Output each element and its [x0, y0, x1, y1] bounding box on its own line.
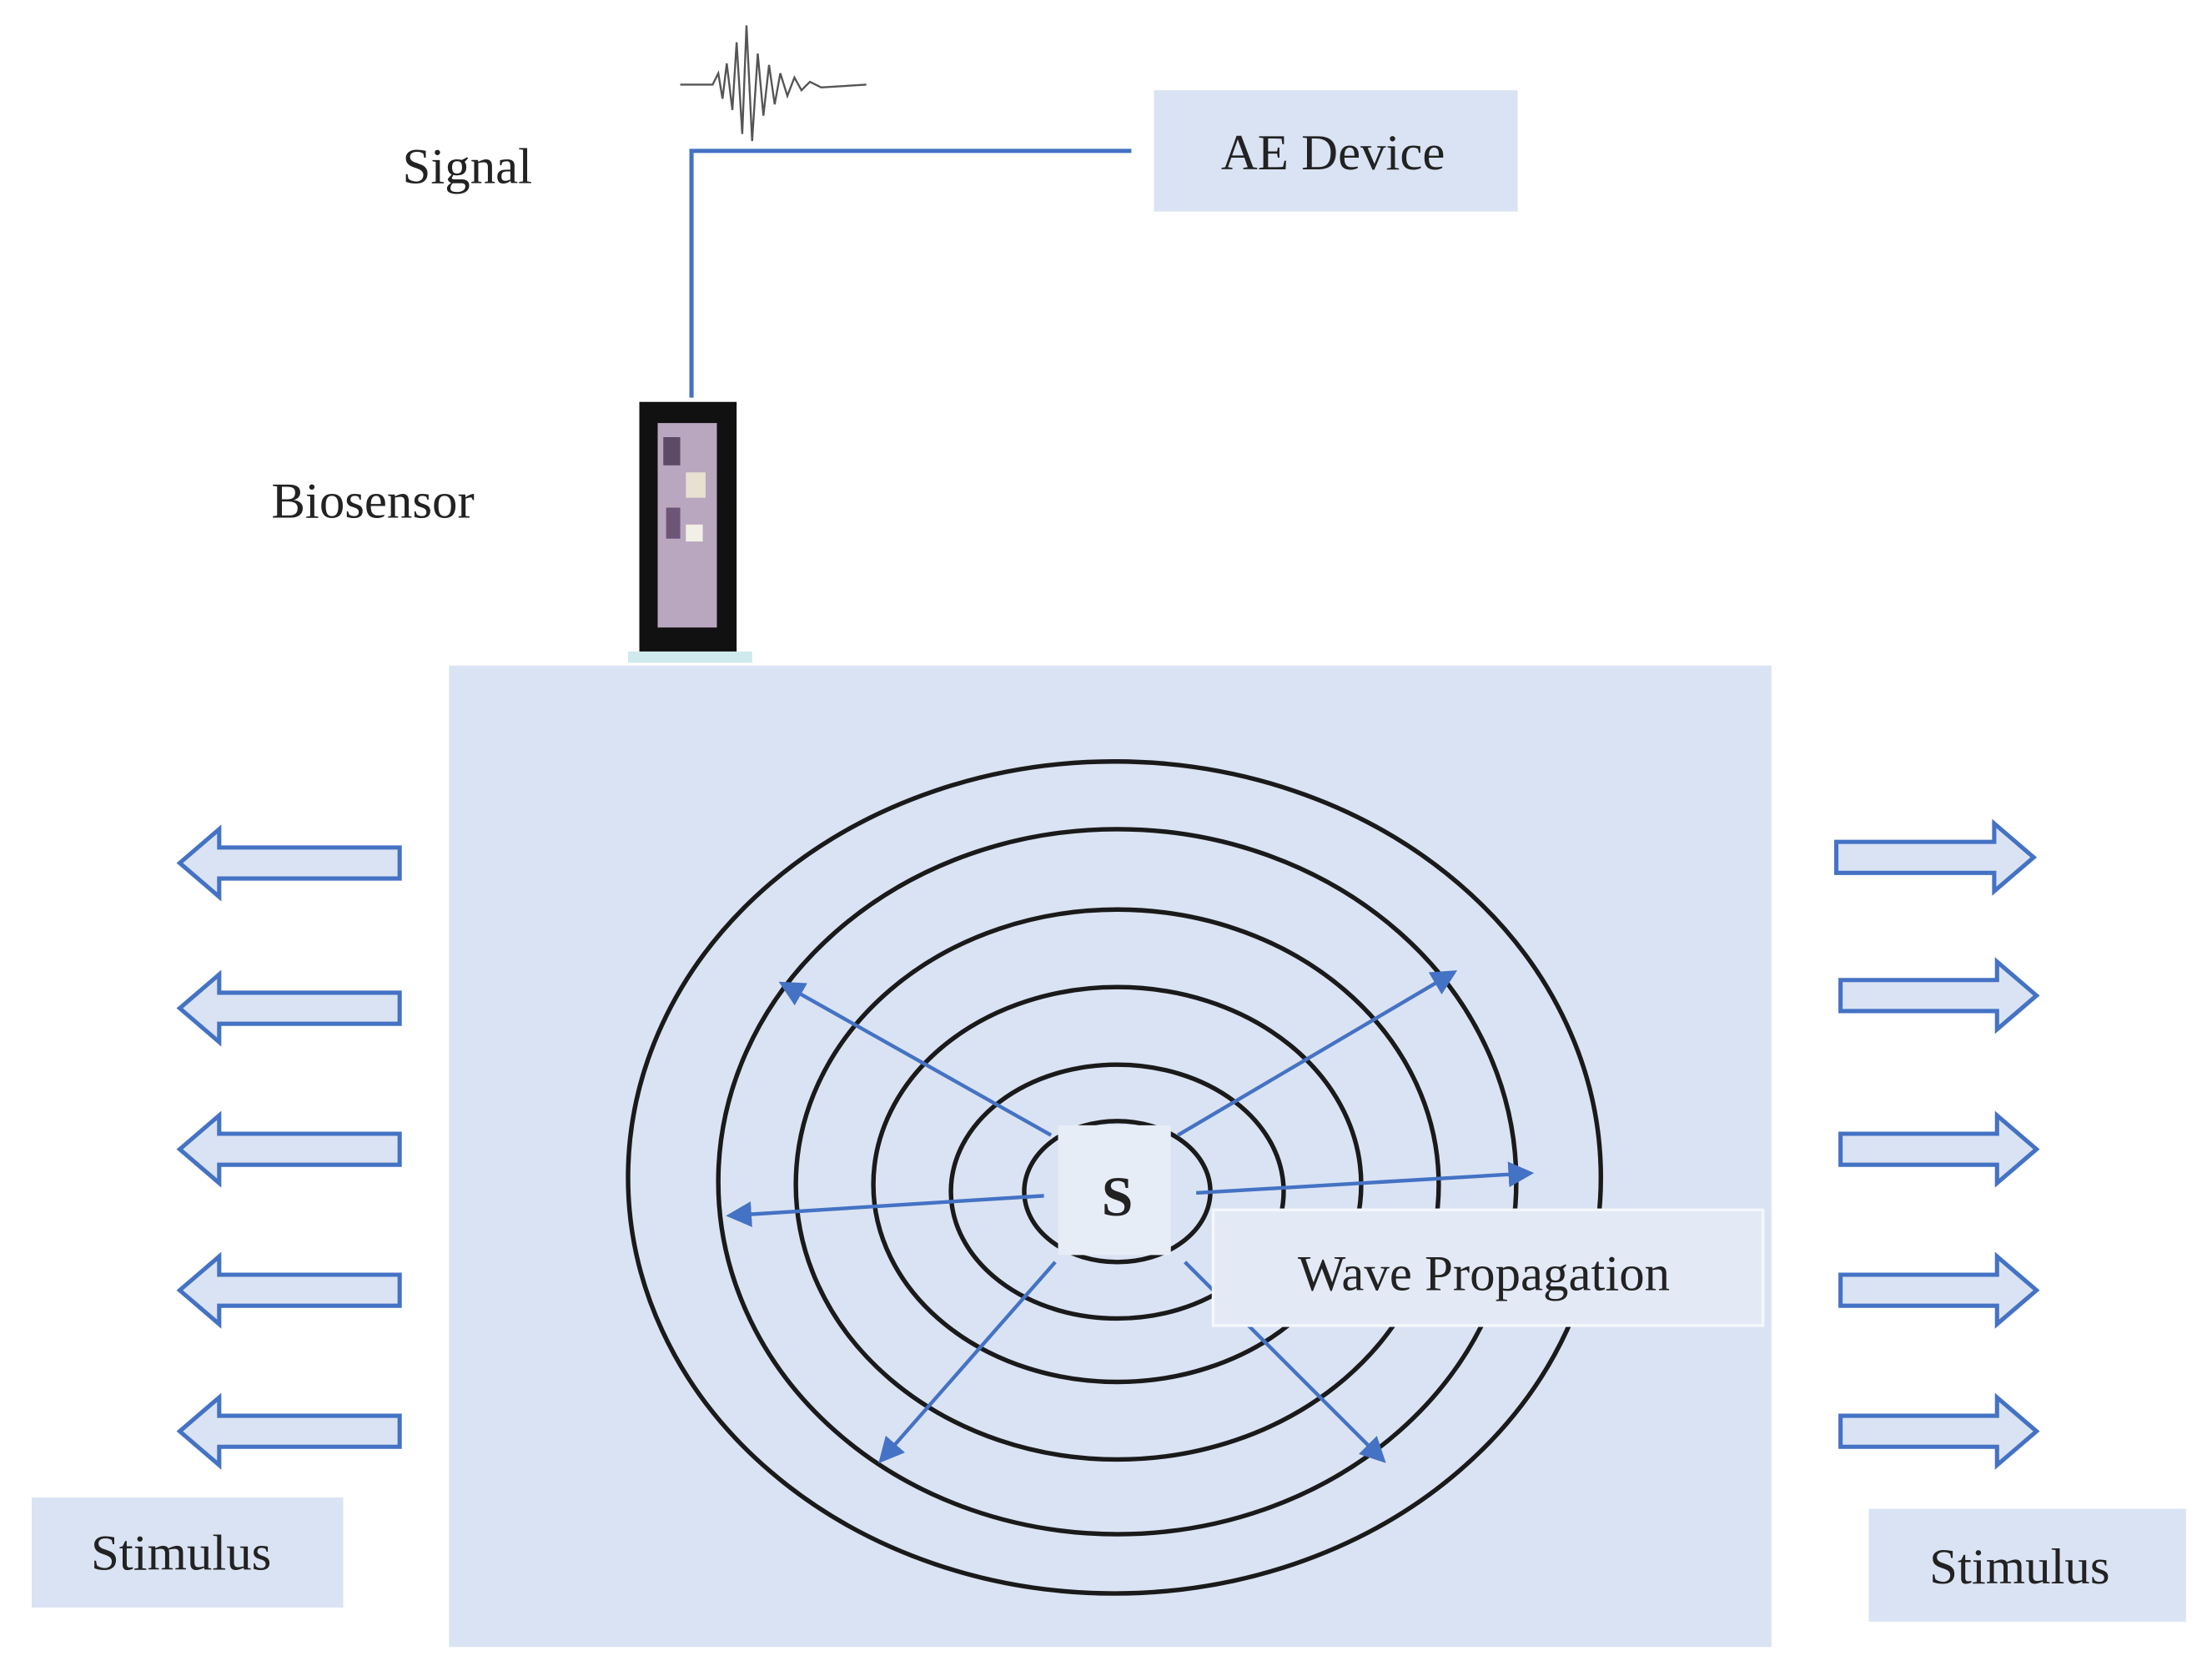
stimulus-arrows-left [176, 824, 402, 1470]
source-box: S [1058, 1125, 1171, 1256]
signal-waveform-icon [680, 25, 867, 142]
stimulus-arrow-right-icon [1834, 818, 2038, 896]
stimulus-box-left: Stimulus [31, 1497, 344, 1608]
stimulus-arrow-left-icon [176, 824, 402, 902]
stimulus-arrow-left-icon [176, 1110, 402, 1188]
wave-ring [626, 759, 1603, 1596]
stimulus-arrows-right [1834, 818, 2040, 1470]
wave-ring [948, 1062, 1286, 1321]
stimulus-arrow-right-icon [1838, 1392, 2040, 1470]
source-label: S [1102, 1165, 1134, 1228]
propagation-arrow [778, 981, 1053, 1137]
biosensor-icon [627, 401, 752, 663]
signal-cable [689, 148, 1132, 398]
propagation-arrow [878, 1261, 1057, 1464]
propagation-arrow [1196, 1161, 1535, 1195]
ae-device-box: AE Device [1154, 90, 1518, 212]
wave-ring [793, 907, 1441, 1462]
stimulus-right-label: Stimulus [1929, 1539, 2109, 1595]
stimulus-arrow-right-icon [1838, 1251, 2040, 1329]
propagation-arrow [1177, 970, 1458, 1137]
stimulus-arrow-left-icon [176, 969, 402, 1047]
propagation-arrows [726, 970, 1535, 1464]
signal-label: Signal [403, 139, 532, 195]
stimulus-arrow-left-icon [176, 1251, 402, 1329]
stimulus-box-right: Stimulus [1868, 1508, 2186, 1622]
stimulus-arrow-left-icon [176, 1392, 402, 1470]
ae-device-label: AE Device [1221, 125, 1445, 181]
wave-propagation-box: Wave Propagation [1211, 1208, 1765, 1327]
propagation-arrow [726, 1194, 1044, 1227]
wave-propagation-label: Wave Propagation [1298, 1246, 1670, 1302]
stimulus-arrow-right-icon [1838, 1110, 2040, 1188]
stimulus-left-label: Stimulus [91, 1525, 271, 1581]
stimulus-arrow-right-icon [1838, 957, 2040, 1034]
biosensor-label: Biosensor [271, 473, 474, 529]
